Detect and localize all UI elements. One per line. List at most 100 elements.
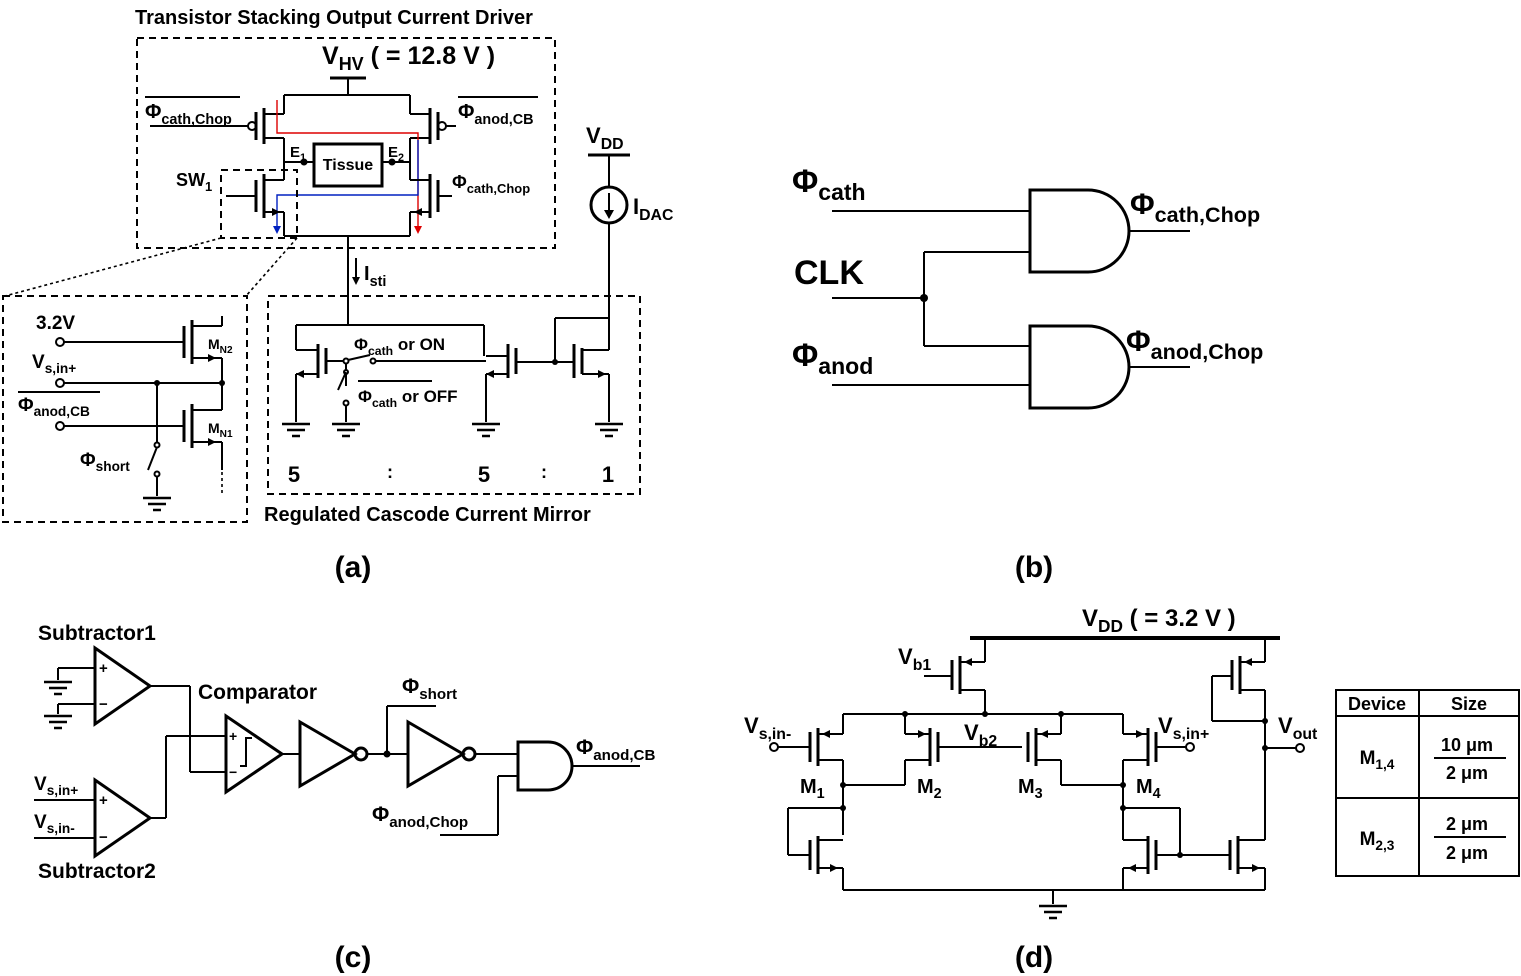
sw1-box	[220, 169, 298, 239]
table-header-size: Size	[1451, 694, 1487, 714]
phi-anod-cb-bar-label-2: Φanod,CB	[18, 395, 90, 419]
table-row-width: 2 μm	[1446, 814, 1488, 834]
nmos-load-right	[1122, 808, 1158, 890]
mirror-nmos-right	[552, 317, 625, 438]
svg-text:−: −	[229, 764, 237, 780]
tissue-box	[312, 142, 384, 188]
table-row-width: 10 μm	[1441, 735, 1493, 755]
phi-short-label-a: Φshort	[80, 450, 130, 474]
pmos-left-top	[150, 95, 285, 162]
pmos-output	[1211, 638, 1266, 840]
isti-label: Isti	[364, 263, 386, 290]
caption-a: (a)	[335, 551, 372, 584]
idac-label: IDAC	[633, 194, 673, 224]
nmos-sw1	[226, 162, 285, 236]
nmos-mn2	[182, 316, 223, 410]
vout-label: Vout	[1278, 713, 1318, 743]
vb2-label: Vb2	[964, 720, 997, 750]
vsin-plus-d: Vs,in+	[1158, 713, 1209, 743]
comparator-label: Comparator	[198, 681, 317, 704]
pmos-m4	[1122, 714, 1186, 808]
caption-c: (c)	[335, 941, 372, 974]
table-row-length: 2 μm	[1446, 843, 1488, 863]
phi-anod-cb-bar-label: Φanod,CB	[458, 101, 534, 128]
phi-anod-input: Φanod	[792, 337, 873, 379]
mirror-nmos-mid	[470, 344, 518, 438]
svg-text:+: +	[99, 660, 108, 677]
comparator	[224, 713, 285, 795]
driver-title: Transistor Stacking Output Current Drive…	[135, 7, 533, 29]
ratio-1: 5	[288, 462, 300, 487]
panel-b: Φcath CLK Φanod Φcath,Chop Φanod,Chop (b…	[792, 163, 1263, 584]
table-row-device: M2,3	[1360, 829, 1395, 853]
caption-b: (b)	[1015, 551, 1053, 584]
mirror-title: Regulated Cascode Current Mirror	[264, 504, 591, 526]
and-gate-1	[1028, 188, 1131, 274]
ratio-colon-1: :	[387, 462, 393, 482]
and-gate-c	[516, 740, 574, 792]
subtractor2-label: Subtractor2	[38, 860, 156, 883]
e1-label: E1	[290, 144, 306, 164]
mn2-label: MN2	[208, 336, 233, 356]
m2-label: M2	[917, 776, 942, 802]
pmos-tail	[924, 638, 986, 714]
phi-anod-chop-output: Φanod,Chop	[1126, 325, 1263, 364]
switch-detail-box	[2, 295, 248, 523]
vsin-plus-c: Vs,in+	[34, 774, 78, 798]
phi-cath-chop-bar-label: Φcath,Chop	[145, 101, 232, 128]
mirror-nmos-left	[280, 344, 328, 438]
svg-text:−: −	[99, 696, 108, 713]
nmos-output	[1228, 836, 1266, 890]
subtractor1-opamp	[93, 645, 153, 727]
vdd-d-label: VDD ( = 3.2 V )	[1082, 605, 1236, 636]
vsin-plus-label: Vs,in+	[32, 352, 76, 376]
phi-cath-off-label: Φcath or OFF	[358, 387, 458, 410]
e2-label: E2	[388, 144, 404, 164]
nmos-mn1	[182, 404, 223, 494]
vsin-minus-d: Vs,in-	[744, 713, 791, 743]
mn1-label: MN1	[208, 420, 233, 440]
nmos-right	[409, 162, 452, 236]
phi-anod-chop-c: Φanod,Chop	[372, 803, 468, 831]
ratio-2: 5	[478, 462, 490, 487]
driver-box	[136, 37, 556, 249]
sw1-label: SW1	[176, 170, 212, 194]
subtractor2-opamp	[93, 777, 153, 859]
phi-cath-chop-label: Φcath,Chop	[452, 172, 530, 196]
phi-anod-cb-c: Φanod,CB	[576, 736, 655, 764]
phi-cath-input: Φcath	[792, 163, 866, 205]
ratio-colon-2: :	[541, 462, 547, 482]
m4-label: M4	[1136, 776, 1161, 802]
and-gate-2	[1028, 324, 1131, 410]
panel-c: Subtractor1 + − Vs,in+ Vs,in- + − Subtra…	[34, 622, 655, 974]
vhv-label: VHV ( = 12.8 V )	[322, 42, 495, 74]
nmos-load-left	[808, 836, 844, 890]
caption-d: (d)	[1015, 941, 1053, 974]
inverter-2	[406, 719, 466, 789]
pmos-m2	[843, 714, 1022, 786]
tissue-label: Tissue	[323, 157, 374, 174]
svg-text:−: −	[99, 829, 108, 846]
vdd-a-label: VDD	[586, 123, 624, 153]
svg-text:+: +	[229, 728, 237, 744]
m1-label: M1	[800, 776, 825, 802]
table-row-length: 2 μm	[1446, 763, 1488, 783]
table-header-device: Device	[1348, 694, 1406, 714]
phi-cath-on-label: Φcath or ON	[354, 335, 445, 358]
pmos-right-top	[409, 95, 456, 162]
ratio-3: 1	[602, 462, 614, 487]
vsin-minus-c: Vs,in-	[34, 812, 75, 836]
table-row-device: M1,4	[1360, 748, 1395, 772]
pmos-m3	[1026, 714, 1123, 786]
mirror-box	[267, 295, 641, 495]
panel-a: Transistor Stacking Output Current Drive…	[2, 7, 673, 584]
phi-cath-chop-output: Φcath,Chop	[1130, 188, 1260, 227]
clk-input: CLK	[794, 254, 864, 292]
phi-short-c: Φshort	[402, 675, 457, 703]
panel-d: VDD ( = 3.2 V ) Vb1 Vb2	[744, 605, 1520, 974]
inverter-1	[298, 719, 358, 789]
svg-text:+: +	[99, 792, 108, 809]
device-size-table: Device Size M1,4 10 μm 2 μm M2,3 2 μm 2 …	[1335, 689, 1520, 877]
v32-label: 3.2V	[36, 313, 75, 334]
